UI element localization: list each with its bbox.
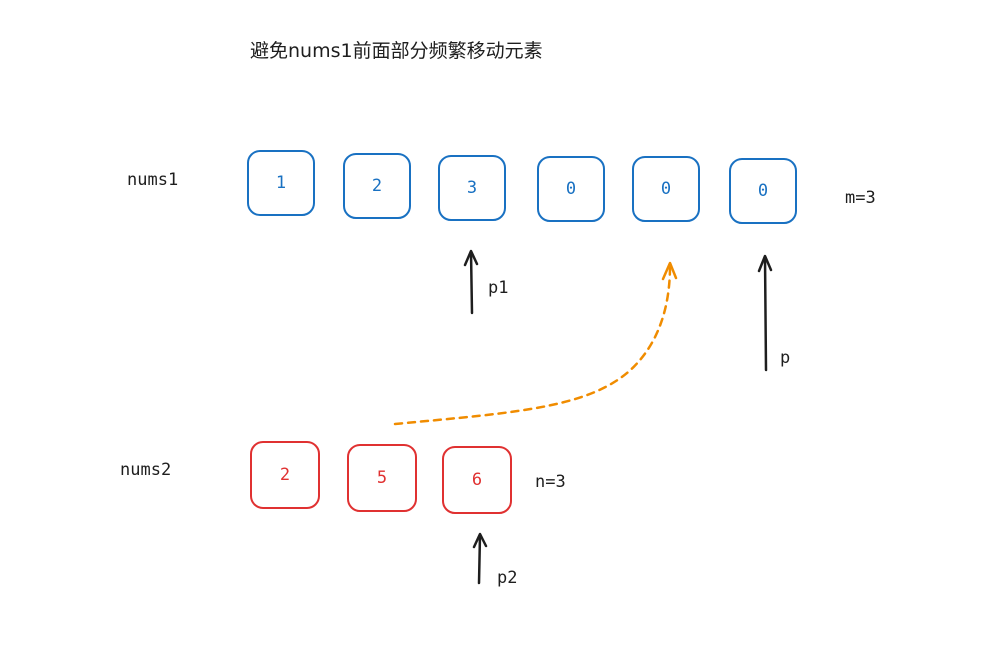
pointer-p1-label: p1: [488, 278, 509, 298]
nums1-cell-4: 0: [632, 156, 700, 222]
nums1-cell-2: 3: [438, 155, 506, 221]
nums2-cell-1: 5: [347, 444, 417, 512]
nums1-label: nums1: [127, 170, 179, 190]
nums2-label: nums2: [120, 460, 172, 480]
pointer-p-label: p: [780, 348, 791, 368]
nums1-cell-3: 0: [537, 156, 605, 222]
nums1-cell-0: 1: [247, 150, 315, 216]
pointer-p1-arrow: [463, 249, 479, 315]
nums2-cell-0: 2: [250, 441, 320, 509]
nums1-cell-5: 0: [729, 158, 797, 224]
pointer-p-arrow: [757, 254, 773, 372]
n-length-label: n=3: [535, 472, 566, 492]
pointer-p2-label: p2: [497, 568, 518, 588]
nums1-cell-1: 2: [343, 153, 411, 219]
pointer-p2-arrow: [472, 532, 488, 585]
m-length-label: m=3: [845, 188, 876, 208]
move-arrow-dashed: [393, 261, 678, 426]
nums2-cell-2: 6: [442, 446, 512, 514]
diagram-title: 避免nums1前面部分频繁移动元素: [250, 40, 543, 62]
